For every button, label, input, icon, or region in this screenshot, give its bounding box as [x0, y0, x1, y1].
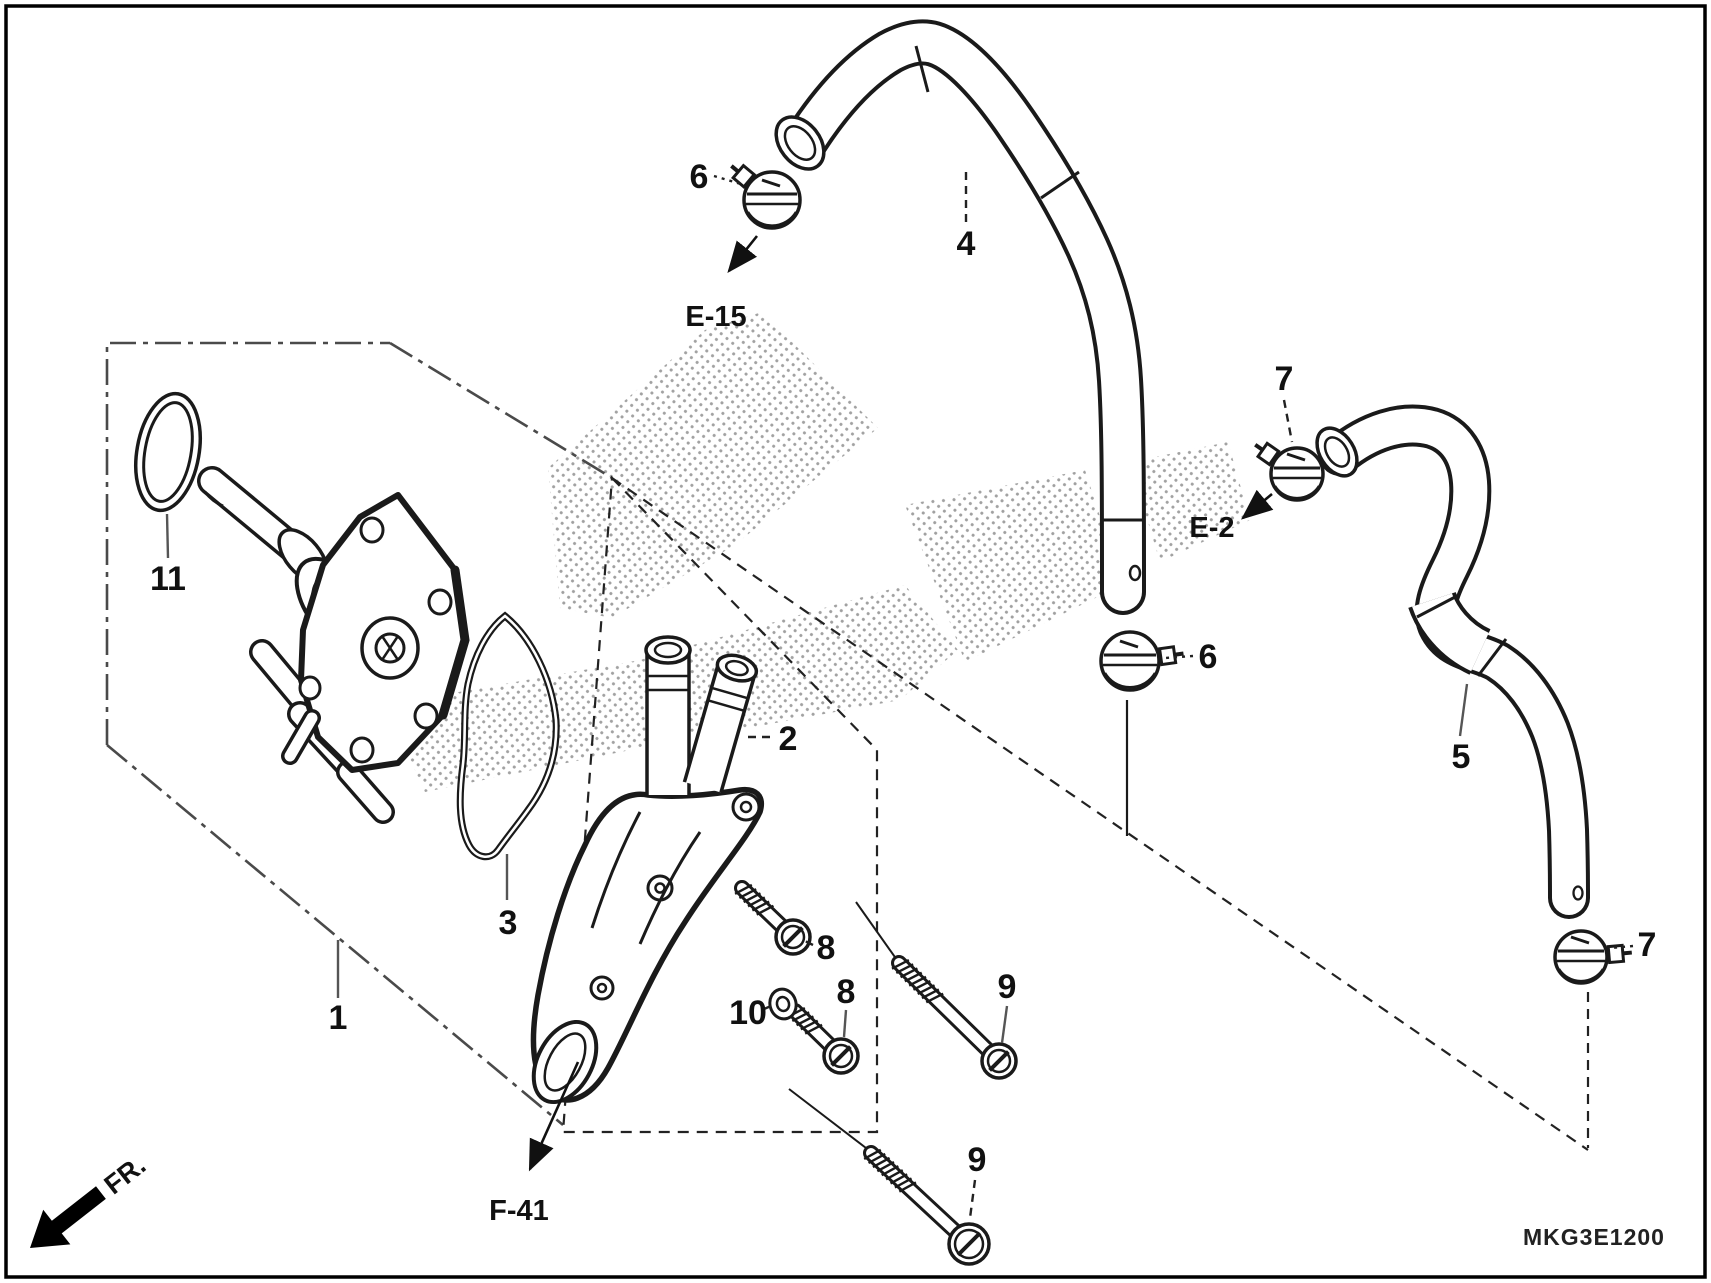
diagram-code: MKG3E1200 [1523, 1224, 1665, 1250]
ref-arrow [528, 1061, 580, 1172]
o-ring-drawing [134, 391, 202, 513]
part-number-label-6: 6 [690, 158, 709, 196]
ref-label-F-41: F-41 [489, 1195, 549, 1227]
part1-boundary [105, 341, 613, 1126]
leader-line [804, 939, 814, 947]
labels-layer: 1 2 3 4 5 6 6 7 7 88 9 9 10 11 E-15E-2F-41 [150, 158, 1656, 1227]
part-number-label-7: 7 [1275, 360, 1294, 398]
water-pump-assembly-drawing [197, 466, 470, 824]
water-pump-cover-drawing [530, 635, 764, 1105]
flange-bolt-8a-drawing [734, 880, 812, 956]
hose-clamp-6a-drawing [730, 163, 802, 230]
ref-arrow [727, 235, 759, 274]
leader-line [1458, 683, 1469, 737]
clamp-screw [1606, 943, 1632, 965]
part-number-label-9: 9 [968, 1141, 987, 1179]
hose-a-opening [774, 115, 826, 171]
leader-line [165, 513, 170, 559]
water-hose-a-drawing [774, 19, 1146, 615]
leader-line [1000, 1005, 1009, 1044]
leader-line [763, 1004, 772, 1011]
part-number-label-8: 8 [817, 929, 836, 967]
flange-bolt-8b-drawing [787, 1003, 860, 1075]
part-number-label-6: 6 [1199, 638, 1218, 676]
gasket-drawing [456, 611, 560, 861]
hose-b-opening [1315, 426, 1359, 478]
part-number-label-9: 9 [998, 968, 1017, 1006]
ref-label-E-15: E-15 [685, 301, 746, 333]
bolt9b-axis-line [788, 1088, 867, 1149]
assembly-axis-line [611, 477, 1589, 1151]
flange-bolt-9b-drawing [863, 1145, 991, 1266]
part-number-label-10: 10 [729, 994, 767, 1032]
clamp-screw [1254, 441, 1281, 467]
part-number-label-4: 4 [957, 225, 976, 263]
hose-clamp-7b-drawing [1553, 929, 1632, 985]
ref-arrow [1240, 489, 1274, 520]
hose-clamp-6b-drawing [1099, 630, 1184, 692]
hardware-layer [730, 163, 1632, 1266]
washer-drawing [768, 987, 798, 1021]
part-number-label-1: 1 [329, 999, 348, 1037]
leader-line [842, 1009, 848, 1038]
bolt9a-axis-line [855, 901, 898, 961]
part-number-label-11: 11 [150, 560, 186, 598]
part-number-label-5: 5 [1452, 738, 1471, 776]
leader-line [968, 1179, 977, 1219]
hose-clamp-7a-drawing [1254, 441, 1325, 502]
clamp-screw [730, 163, 757, 189]
flange-bolt-9a-drawing [891, 955, 1018, 1080]
part-number-label-7: 7 [1638, 926, 1657, 964]
part-number-label-8: 8 [837, 973, 856, 1011]
leader-line [1610, 944, 1634, 950]
part-number-label-2: 2 [779, 720, 798, 758]
water-hose-b-drawing [1315, 404, 1590, 919]
leader-line [1282, 399, 1294, 443]
ref-label-E-2: E-2 [1189, 512, 1234, 544]
part-number-label-3: 3 [499, 904, 518, 942]
clamp-screw [1157, 645, 1184, 667]
